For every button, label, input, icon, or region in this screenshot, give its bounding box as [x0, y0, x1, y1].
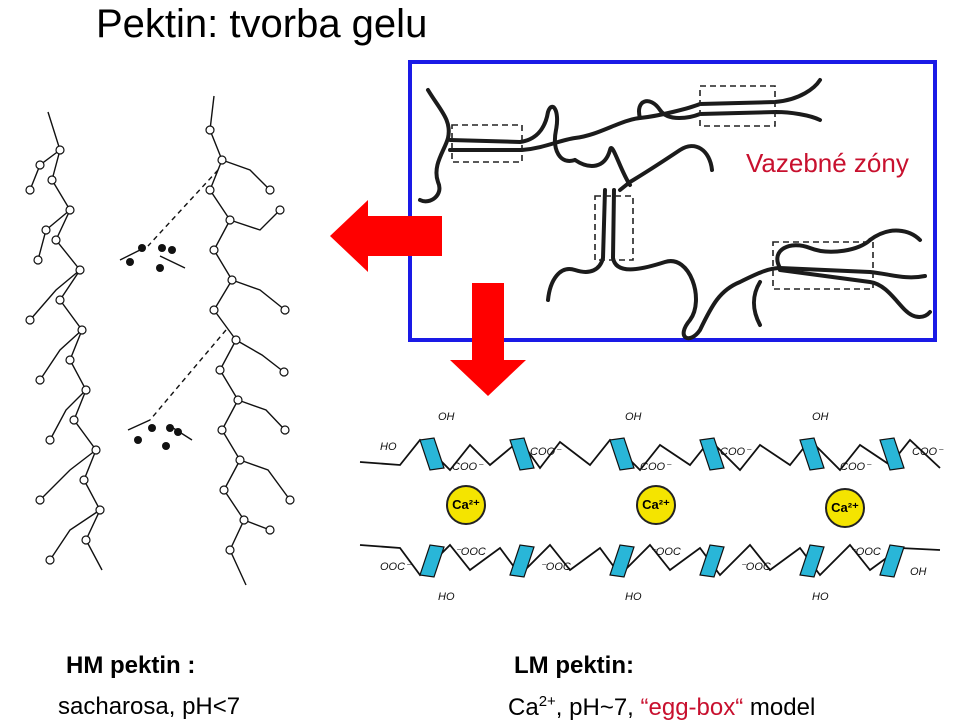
svg-text:COO⁻: COO⁻ [720, 446, 752, 458]
lm-heading: LM pektin: [514, 652, 634, 680]
svg-text:OH: OH [625, 411, 642, 423]
svg-text:⁻OOC: ⁻OOC [540, 561, 571, 573]
svg-text:⁻OOC: ⁻OOC [850, 546, 881, 558]
svg-text:OH: OH [910, 566, 927, 578]
calcium-ion-icon: Ca²⁺ [636, 485, 676, 525]
svg-text:HO: HO [380, 441, 397, 453]
svg-text:COO⁻: COO⁻ [452, 461, 484, 473]
calcium-ion-icon: Ca²⁺ [446, 485, 486, 525]
svg-text:OH: OH [812, 411, 829, 423]
svg-text:HO: HO [812, 591, 829, 603]
down-arrow-icon [450, 283, 526, 396]
svg-text:COO⁻: COO⁻ [840, 461, 872, 473]
lm-conditions: Ca2+, pH~7, “egg-box“ model [508, 693, 815, 722]
svg-text:⁻OOC: ⁻OOC [650, 546, 681, 558]
hm-hydrogen-bonds [148, 170, 226, 420]
hm-pectin-chains [30, 96, 290, 585]
svg-text:OH: OH [438, 411, 455, 423]
calcium-ion-icon: Ca²⁺ [825, 488, 865, 528]
hm-dark-atoms [126, 244, 182, 450]
svg-text:⁻OOC: ⁻OOC [740, 561, 771, 573]
svg-text:OOC⁻: OOC⁻ [380, 561, 412, 573]
svg-text:COO⁻: COO⁻ [530, 446, 562, 458]
left-arrow-icon [330, 200, 442, 272]
svg-text:HO: HO [625, 591, 642, 603]
hm-conditions: sacharosa, pH<7 [58, 693, 240, 721]
svg-text:COO⁻: COO⁻ [640, 461, 672, 473]
svg-text:HO: HO [438, 591, 455, 603]
svg-text:COO⁻: COO⁻ [912, 446, 944, 458]
hm-heading: HM pektin : [66, 652, 195, 680]
svg-text:⁻OOC: ⁻OOC [455, 546, 486, 558]
